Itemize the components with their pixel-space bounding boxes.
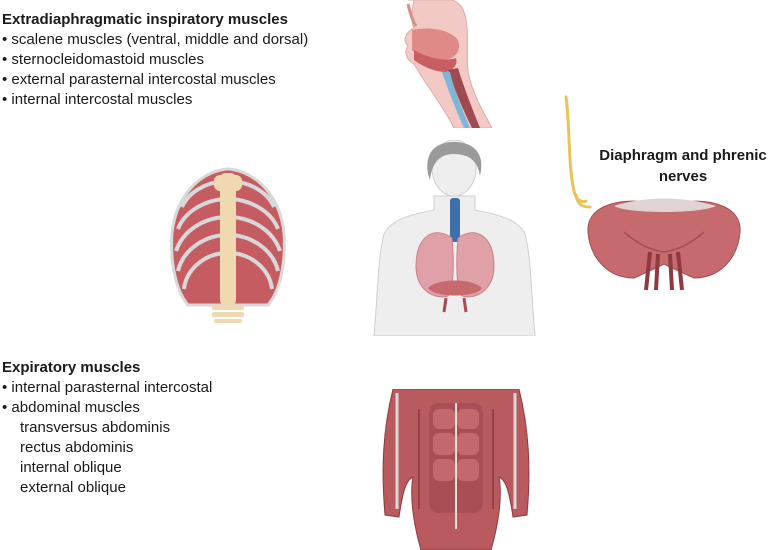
diaphragm-illustration: [587, 198, 741, 291]
inspiratory-muscles-block: Extradiaphragmatic inspiratory muscles s…: [2, 10, 308, 110]
torso-lungs-illustration: [373, 140, 536, 336]
inspiratory-list: scalene muscles (ventral, middle and dor…: [2, 30, 308, 110]
list-subitem: external oblique: [20, 479, 126, 496]
diaphragm-title: Diaphragm and phrenic nerves: [599, 147, 767, 185]
expiratory-title: Expiratory muscles: [2, 359, 141, 376]
head-neck-illustration: [404, 0, 492, 128]
list-subitem: internal oblique: [20, 459, 122, 476]
list-subitem: transversus abdominis: [20, 419, 171, 436]
list-item: external parasternal intercostal muscles: [2, 70, 308, 90]
list-subitem: rectus abdominis: [20, 439, 134, 456]
expiratory-list: internal parasternal intercostal abdomin…: [2, 378, 212, 498]
rib-cage-illustration: [170, 167, 286, 323]
list-item: internal intercostal muscles: [2, 90, 308, 110]
list-item: scalene muscles (ventral, middle and dor…: [2, 30, 308, 50]
phrenic-nerve-illustration: [564, 95, 592, 209]
list-item: sternocleidomastoid muscles: [2, 50, 308, 70]
expiratory-muscles-block: Expiratory muscles internal parasternal …: [2, 358, 212, 498]
abdominal-muscles-illustration: [382, 389, 530, 550]
inspiratory-title: Extradiaphragmatic inspiratory muscles: [2, 11, 288, 28]
list-item: abdominal muscles: [2, 398, 212, 418]
list-item: internal parasternal intercostal: [2, 378, 212, 398]
